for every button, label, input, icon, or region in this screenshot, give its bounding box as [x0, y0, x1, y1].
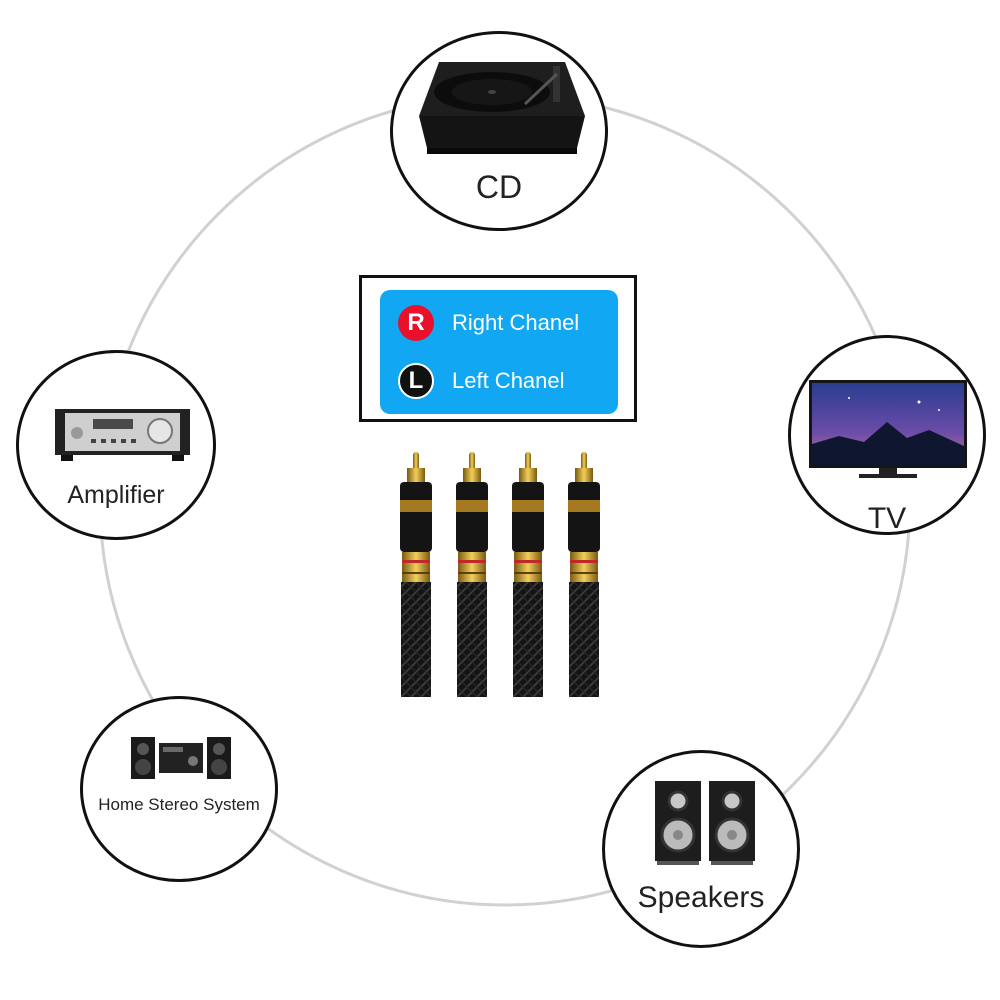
- rca-plug-icon: [512, 452, 544, 697]
- device-home-stereo: Home Stereo System: [80, 696, 278, 882]
- speakers-icon: [655, 781, 755, 865]
- turntable-icon: [419, 62, 585, 154]
- right-channel-badge: R: [398, 305, 434, 341]
- right-channel-label: Right Chanel: [452, 310, 580, 335]
- channel-legend: R Right Chanel L Left Chanel: [359, 275, 637, 422]
- amplifier-icon: [55, 409, 190, 461]
- device-speakers: Speakers: [602, 750, 800, 948]
- device-cd: CD: [390, 31, 608, 231]
- legend-row-left: L Left Chanel: [398, 361, 565, 401]
- stereo-icon: [131, 737, 231, 779]
- rca-plug-icon: [400, 452, 432, 697]
- device-amplifier: Amplifier: [16, 350, 216, 540]
- device-tv: TV: [788, 335, 986, 535]
- device-label-cd: CD: [475, 169, 523, 205]
- channel-legend-panel: R Right Chanel L Left Chanel: [380, 290, 618, 414]
- rca-plug-icon: [568, 452, 600, 697]
- rca-plug-icon: [456, 452, 488, 697]
- device-label-amplifier: Amplifier: [67, 481, 165, 509]
- rca-cables: [400, 452, 600, 697]
- device-label-speakers: Speakers: [637, 881, 765, 914]
- tv-icon: [809, 380, 967, 478]
- left-channel-badge: L: [398, 363, 434, 399]
- left-channel-label: Left Chanel: [452, 368, 565, 393]
- legend-row-right: R Right Chanel: [398, 303, 579, 343]
- device-label-home-stereo: Home Stereo System: [98, 795, 260, 814]
- device-label-tv: TV: [867, 502, 907, 535]
